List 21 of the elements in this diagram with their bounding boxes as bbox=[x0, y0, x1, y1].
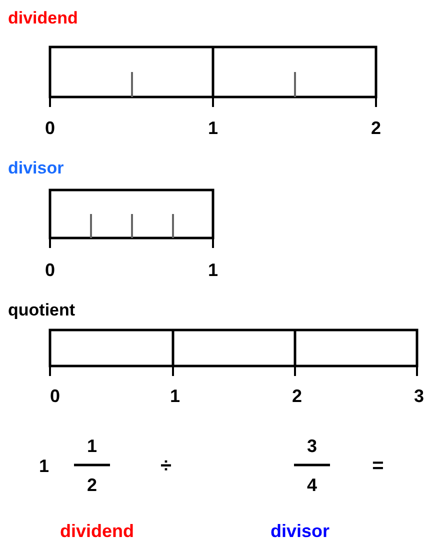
tick-label: 0 bbox=[45, 261, 55, 279]
tick-label: 0 bbox=[50, 387, 60, 405]
tick-label: 2 bbox=[371, 119, 381, 137]
caption: divisor bbox=[270, 522, 330, 540]
tick-label: 1 bbox=[208, 119, 218, 137]
caption: dividend bbox=[60, 522, 134, 540]
heading: quotient bbox=[8, 302, 76, 318]
tick-label: 0 bbox=[45, 119, 55, 137]
denominator: 4 bbox=[307, 476, 317, 494]
tick-label: 1 bbox=[170, 387, 180, 405]
tick-label: 1 bbox=[208, 261, 218, 279]
division-sign: ÷ bbox=[160, 456, 172, 476]
heading: dividend bbox=[8, 10, 78, 26]
equals-sign: = bbox=[372, 456, 384, 476]
heading: divisor bbox=[8, 160, 64, 176]
numerator: 1 bbox=[87, 437, 97, 455]
numerator: 3 bbox=[307, 437, 317, 455]
whole-number: 1 bbox=[39, 457, 49, 475]
tick-label: 3 bbox=[414, 387, 424, 405]
denominator: 2 bbox=[87, 476, 97, 494]
tick-label: 2 bbox=[292, 387, 302, 405]
